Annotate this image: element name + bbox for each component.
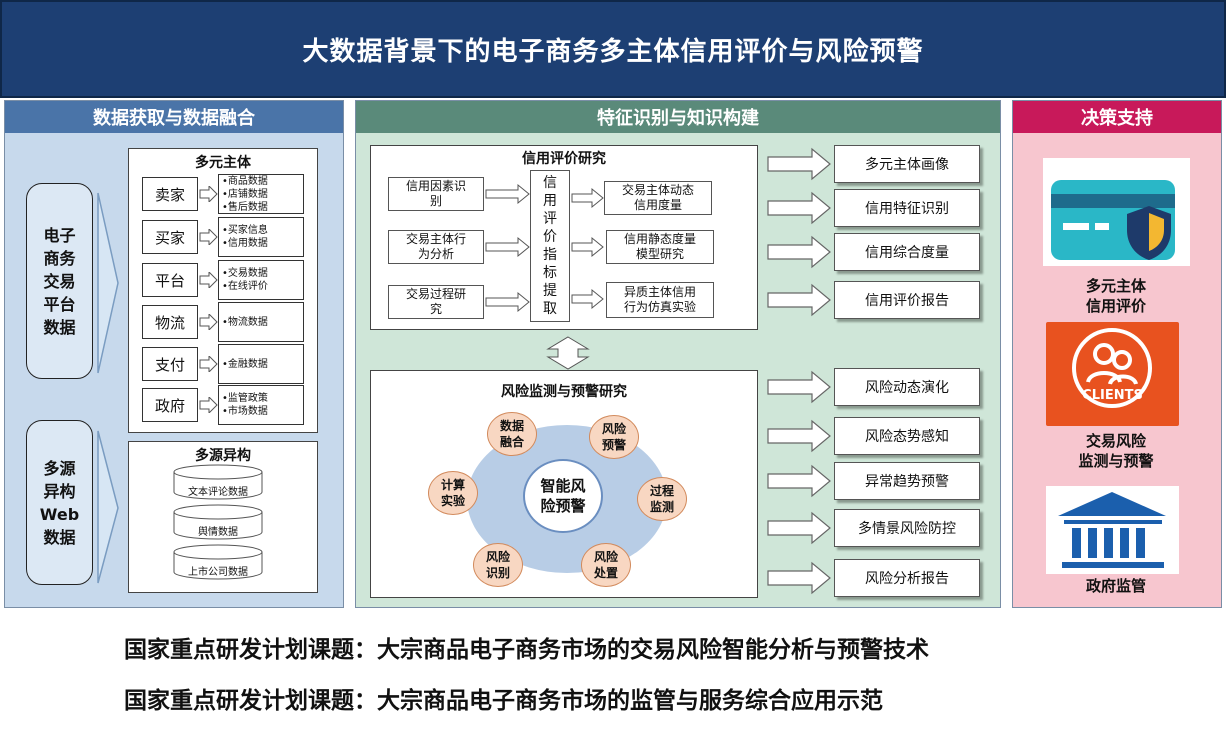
footer-project-2: 国家重点研发计划课题：大宗商品电子商务市场的监管与服务综合应用示范	[124, 688, 883, 714]
risk-node-data-fusion: 数据 融合	[487, 412, 537, 456]
decision-government-label: 政府监管	[1085, 577, 1146, 595]
entity-name: 支付	[142, 347, 198, 381]
source-arrow-2	[97, 430, 119, 584]
risk-node-computational-experiment: 计算 实验	[428, 471, 478, 515]
decision-support-header: 决策支持	[1013, 101, 1221, 133]
entity-data-items: •商品数据 •店铺数据 •售后数据	[218, 174, 304, 214]
entity-arrow	[199, 186, 218, 202]
result-abnormal-trend-warning: 异常趋势预警	[834, 462, 980, 500]
bidirectional-arrow	[546, 336, 590, 370]
entity-arrow	[199, 356, 218, 372]
credit-evaluation-title: 信用评价研究	[522, 151, 606, 167]
entity-arrow	[199, 272, 218, 288]
hetero-title: 多源异构	[195, 448, 251, 464]
credit-input-1: 信用因素识 别	[388, 177, 484, 211]
result-credit-comprehensive-measure: 信用综合度量	[834, 233, 980, 271]
entity-data-items: •买家信息 •信用数据	[218, 217, 304, 257]
source-arrow-1	[97, 192, 119, 374]
database-stack	[173, 464, 263, 580]
result-risk-analysis-report: 风险分析报告	[834, 559, 980, 597]
credit-flow-arrows	[485, 183, 604, 313]
entity-data-items: •交易数据 •在线评价	[218, 260, 304, 300]
database-icon	[173, 544, 263, 580]
credit-output-1: 交易主体动态 信用度量	[604, 181, 712, 215]
entity-data-items: •监管政策 •市场数据	[218, 385, 304, 425]
result-risk-dynamic-evolution: 风险动态演化	[834, 368, 980, 406]
government-building-icon	[1046, 486, 1179, 574]
entity-name: 平台	[142, 263, 198, 297]
ecommerce-platform-data: 电子 商务 交易 平台 数据	[26, 183, 93, 379]
db-listed-companies: 上市公司数据	[188, 567, 248, 578]
credit-input-3: 交易过程研 究	[388, 285, 484, 319]
risk-node-warning: 风险 预警	[589, 415, 639, 459]
feature-knowledge-header: 特征识别与知识构建	[356, 101, 1000, 133]
intelligent-risk-warning: 智能风 险预警	[523, 459, 603, 533]
risk-node-disposal: 风险 处置	[581, 543, 631, 587]
credit-index-extraction: 信 用 评 价 指 标 提 取	[530, 170, 570, 322]
result-arrows	[767, 147, 831, 595]
clients-icon	[1046, 322, 1179, 426]
risk-node-process-monitoring: 过程 监测	[637, 477, 687, 521]
result-multi-scenario-prevention: 多情景风险防控	[834, 509, 980, 547]
page-title: 大数据背景下的电子商务多主体信用评价与风险预警	[302, 36, 924, 67]
entity-data-items: •物流数据	[218, 302, 304, 342]
decision-risk-label: 交易风险 监测与预警	[1078, 432, 1154, 470]
database-icon	[173, 504, 263, 540]
entity-arrow	[199, 229, 218, 245]
db-public-opinion: 舆情数据	[198, 527, 238, 538]
footer-project-1: 国家重点研发计划课题：大宗商品电子商务市场的交易风险智能分析与预警技术	[124, 637, 929, 663]
entity-arrow	[199, 314, 218, 330]
credit-output-2: 信用静态度量 模型研究	[606, 230, 714, 264]
data-acquisition-header: 数据获取与数据融合	[5, 101, 343, 133]
credit-card-shield-icon	[1043, 158, 1190, 266]
entity-name: 卖家	[142, 177, 198, 211]
source-arrows	[97, 192, 119, 584]
entity-name: 买家	[142, 220, 198, 254]
entity-name: 政府	[142, 388, 198, 422]
result-credit-evaluation-report: 信用评价报告	[834, 281, 980, 319]
entity-name: 物流	[142, 305, 198, 339]
result-credit-feature-recognition: 信用特征识别	[834, 189, 980, 227]
credit-output-3: 异质主体信用 行为仿真实验	[606, 282, 714, 318]
result-risk-situation-awareness: 风险态势感知	[834, 417, 980, 455]
result-multi-entity-portrait: 多元主体画像	[834, 145, 980, 183]
decision-credit-label: 多元主体 信用评价	[1085, 277, 1146, 315]
entity-data-items: •金融数据	[218, 344, 304, 384]
title-bar: 大数据背景下的电子商务多主体信用评价与风险预警	[0, 0, 1226, 98]
entity-arrow	[199, 397, 218, 413]
credit-input-2: 交易主体行 为分析	[388, 230, 484, 264]
db-text-reviews: 文本评论数据	[188, 487, 248, 498]
risk-node-identification: 风险 识别	[473, 543, 523, 587]
web-data-source: 多源 异构 Web 数据	[26, 420, 93, 585]
database-icon	[173, 464, 263, 500]
entities-title: 多元主体	[195, 155, 251, 171]
risk-monitoring-title: 风险监测与预警研究	[501, 384, 627, 400]
clients-icon-text: CLIENTS	[1082, 388, 1143, 403]
